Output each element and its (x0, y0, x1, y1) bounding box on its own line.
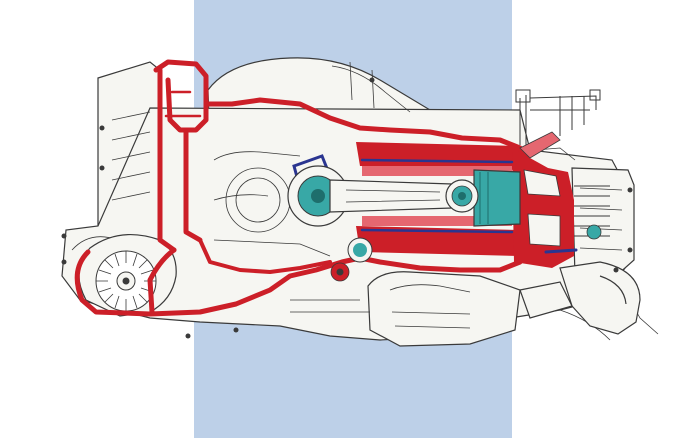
connecting-rod (329, 179, 453, 213)
fan-blades (96, 251, 156, 311)
valve-linkage (515, 89, 601, 145)
camshaft (330, 224, 602, 282)
piston (445, 169, 521, 227)
exhaust-pipe (519, 261, 641, 335)
oil-passage (74, 59, 523, 317)
cylinder-head (512, 131, 610, 268)
spark-plug (519, 131, 561, 159)
rocker-shaft (586, 224, 602, 240)
bolts (61, 77, 633, 339)
cooling-fan (78, 234, 177, 317)
cylinder-liner (356, 142, 530, 256)
